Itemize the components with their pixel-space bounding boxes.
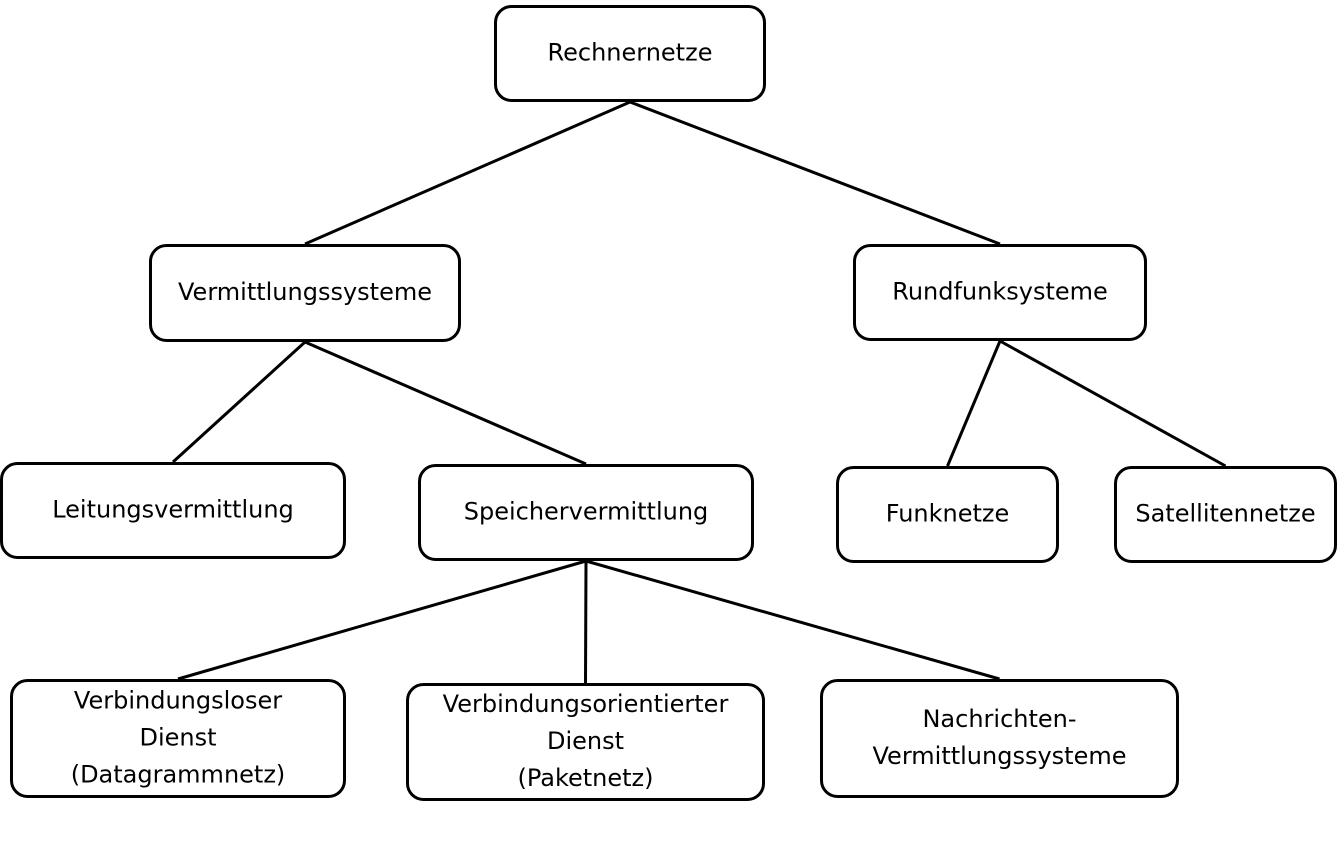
node-label-funknetze-1: Funknetze (886, 500, 1010, 528)
node-label-nachrichten-vermittlungssysteme-2: Vermittlungssysteme (873, 742, 1127, 770)
node-box-verbindungsorientierter-dienst (406, 683, 765, 801)
node-funknetze: Funknetze (836, 466, 1059, 563)
node-label-nachrichten-vermittlungssysteme-1: Nachrichten- (922, 705, 1076, 733)
node-label-rundfunksysteme-1: Rundfunksysteme (892, 278, 1108, 306)
node-box-rechnernetze (494, 5, 766, 102)
node-box-vermittlungssysteme (149, 244, 461, 342)
node-vermittlungssysteme: Vermittlungssysteme (149, 244, 461, 342)
edge-rundfunksysteme-to-funknetze (946, 340, 1002, 467)
node-label-verbindungsloser-dienst-1: Verbindungsloser (74, 687, 282, 715)
node-nachrichten-vermittlungssysteme: Nachrichten- Vermittlungssysteme (820, 679, 1179, 798)
edge-speichervermittlung-to-verbindungsloser-dienst (177, 559, 587, 681)
node-label-vermittlungssysteme-1: Vermittlungssysteme (178, 278, 432, 306)
edge-rechnernetze-to-vermittlungssysteme (304, 100, 631, 246)
edge-speichervermittlung-to-nachrichten-vermittlungssysteme (585, 559, 1000, 681)
node-satellitennetze: Satellitennetze (1114, 466, 1337, 563)
node-label-satellitennetze-1: Satellitennetze (1135, 500, 1315, 528)
node-label-speichervermittlung-1: Speichervermittlung (464, 498, 709, 526)
connector-lines (171, 100, 1227, 684)
node-label-verbindungsorientierter-dienst-2: Dienst (547, 727, 624, 755)
node-box-leitungsvermittlung (0, 462, 346, 559)
node-box-speichervermittlung (418, 464, 754, 561)
node-rundfunksysteme: Rundfunksysteme (853, 244, 1147, 341)
node-label-verbindungsorientierter-dienst-3: (Paketnetz) (517, 764, 653, 792)
edge-rundfunksysteme-to-satellitennetze (999, 339, 1227, 468)
node-label-verbindungsloser-dienst-3: (Datagrammnetz) (71, 761, 286, 789)
node-label-rechnernetze-1: Rechnernetze (548, 39, 713, 67)
node-label-verbindungsorientierter-dienst-1: Verbindungsorientierter (443, 690, 729, 718)
node-label-verbindungsloser-dienst-2: Dienst (139, 724, 216, 752)
edge-vermittlungssysteme-to-leitungsvermittlung (171, 340, 307, 464)
node-box-nachrichten-vermittlungssysteme (820, 679, 1179, 798)
node-box-satellitennetze (1114, 466, 1337, 563)
edge-speichervermittlung-to-verbindungsorientierter-dienst (584, 560, 588, 684)
node-box-rundfunksysteme (853, 244, 1147, 341)
node-leitungsvermittlung: Leitungsvermittlung (0, 462, 346, 559)
edge-vermittlungssysteme-to-speichervermittlung (304, 340, 587, 466)
node-rechnernetze: Rechnernetze (494, 5, 766, 102)
node-speichervermittlung: Speichervermittlung (418, 464, 754, 561)
edge-rechnernetze-to-rundfunksysteme (629, 100, 1001, 246)
node-box-verbindungsloser-dienst (10, 679, 346, 798)
node-label-leitungsvermittlung-1: Leitungsvermittlung (52, 496, 294, 524)
node-box-funknetze (836, 466, 1059, 563)
